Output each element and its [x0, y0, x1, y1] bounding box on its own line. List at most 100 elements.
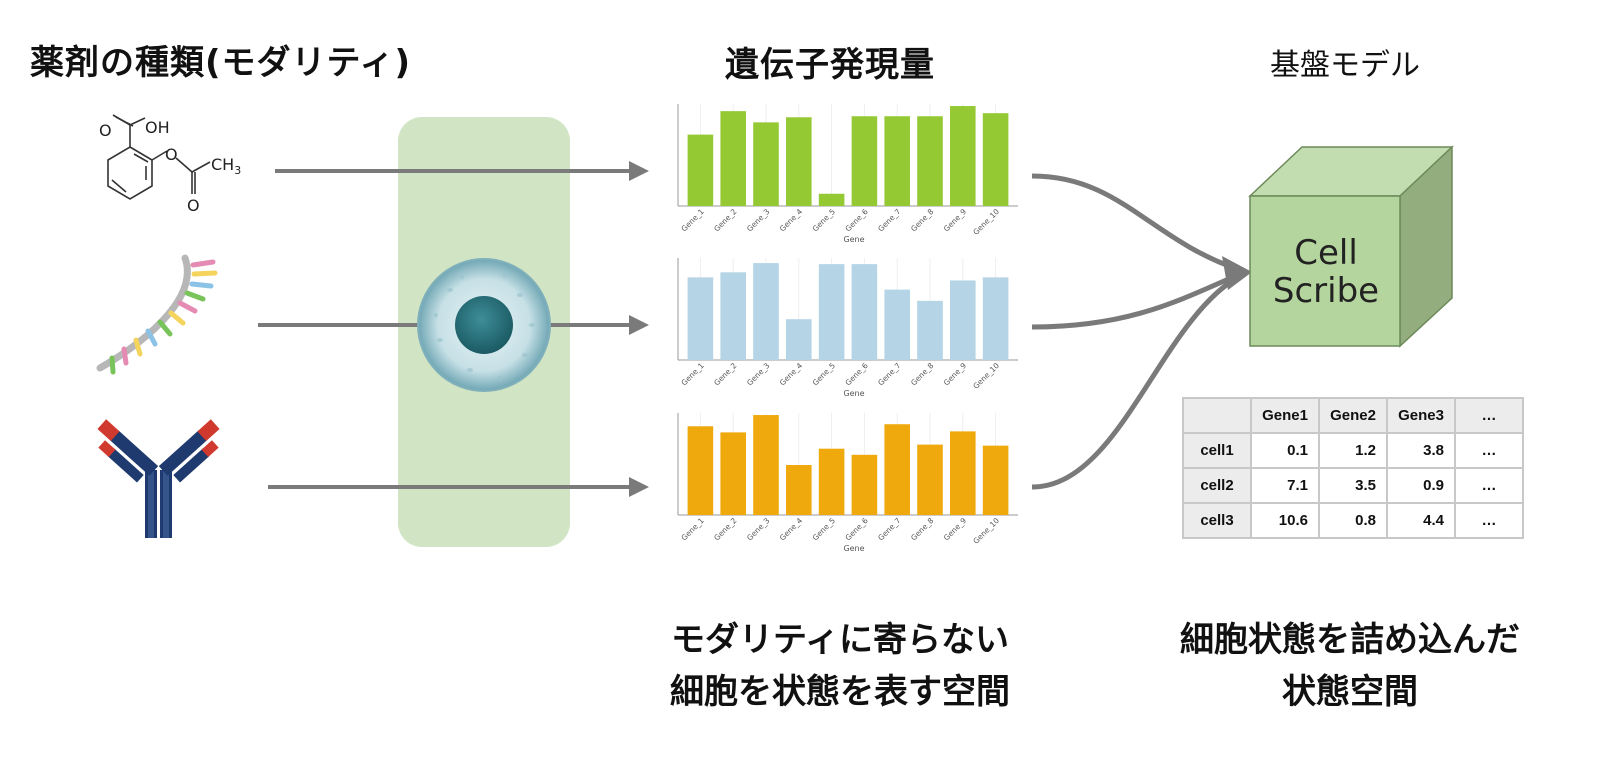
x-axis-label: Gene — [843, 544, 864, 553]
x-tick-label: Gene_10 — [971, 207, 1001, 237]
model-name-line1: Cell — [1294, 233, 1358, 273]
x-tick-label: Gene_6 — [843, 207, 870, 234]
table-row-header: cell2 — [1182, 467, 1252, 504]
ester-o-label: O — [187, 196, 200, 215]
x-tick-label: Gene_9 — [942, 516, 969, 543]
bar — [720, 111, 746, 206]
cellscribe-cube — [1248, 145, 1454, 348]
bar — [950, 431, 976, 515]
x-tick-label: Gene_3 — [745, 516, 772, 543]
bar — [917, 444, 943, 515]
model-arrow-head — [1222, 256, 1252, 290]
x-tick-label: Gene_8 — [909, 516, 936, 543]
table-cell: 0.8 — [1318, 502, 1388, 539]
bar — [884, 424, 910, 515]
bar — [753, 122, 779, 206]
x-tick-label: Gene_7 — [876, 516, 903, 543]
carbonyl-o-label: O — [99, 121, 112, 140]
table-row: cell1 0.1 1.2 3.8 … — [1182, 432, 1524, 469]
table-row-header: cell3 — [1182, 502, 1252, 539]
x-axis-label: Gene — [843, 235, 864, 244]
x-tick-label: Gene_10 — [971, 361, 1001, 391]
x-tick-label: Gene_5 — [811, 516, 838, 543]
x-tick-label: Gene_2 — [712, 207, 739, 234]
caption-right: 細胞状態を詰め込んだ 状態空間 — [1150, 614, 1550, 718]
caption-right-line1: 細胞状態を詰め込んだ — [1180, 620, 1520, 660]
bar — [982, 113, 1009, 206]
foundation-model-title: 基盤モデル — [1270, 48, 1420, 83]
x-tick-label: Gene_3 — [745, 361, 772, 388]
table-cell: … — [1454, 467, 1524, 504]
x-tick-label: Gene_6 — [843, 516, 870, 543]
x-tick-label: Gene_8 — [909, 361, 936, 388]
curve-bottom — [1031, 273, 1242, 490]
x-tick-label: Gene_1 — [679, 361, 706, 388]
x-tick-label: Gene_1 — [679, 516, 706, 543]
table-column-header: Gene3 — [1386, 397, 1456, 434]
table-cell: … — [1454, 502, 1524, 539]
bar — [687, 134, 714, 206]
caption-right-line2: 状態空間 — [1282, 672, 1418, 712]
bar — [884, 116, 910, 206]
bar — [982, 277, 1009, 360]
table-cell: 4.4 — [1386, 502, 1456, 539]
curve-mid — [1031, 271, 1241, 330]
caption-middle: モダリティに寄らない 細胞を状態を表す空間 — [640, 614, 1040, 718]
table-corner-cell — [1182, 397, 1252, 434]
bar — [917, 300, 943, 360]
bar — [753, 263, 779, 360]
table-row: cell3 10.6 0.8 4.4 … — [1182, 502, 1524, 539]
bar — [720, 432, 746, 515]
x-tick-label: Gene_5 — [811, 207, 838, 234]
x-tick-label: Gene_7 — [876, 361, 903, 388]
bar — [786, 465, 812, 515]
table-row-header: cell1 — [1182, 432, 1252, 469]
model-input-arrows — [1031, 173, 1242, 490]
model-name-line2: Scribe — [1273, 271, 1379, 311]
x-tick-label: Gene_2 — [712, 361, 739, 388]
caption-middle-line2: 細胞を状態を表す空間 — [670, 672, 1010, 712]
table-row: cell2 7.1 3.5 0.9 … — [1182, 467, 1524, 504]
small-molecule-icon — [107, 114, 211, 200]
table-cell: 10.6 — [1250, 502, 1320, 539]
x-tick-label: Gene_9 — [942, 207, 969, 234]
table-column-header: Gene2 — [1318, 397, 1388, 434]
bar — [786, 319, 812, 360]
table-cell: 0.1 — [1250, 432, 1320, 469]
bar — [884, 289, 910, 360]
x-tick-label: Gene_1 — [679, 207, 706, 234]
table-cell: … — [1454, 432, 1524, 469]
table-column-header: Gene1 — [1250, 397, 1320, 434]
bar — [917, 116, 943, 206]
ether-o-label: O — [165, 145, 178, 164]
table-cell: 1.2 — [1318, 432, 1388, 469]
curve-top — [1031, 173, 1241, 273]
table-cell: 3.8 — [1386, 432, 1456, 469]
x-axis-label: Gene — [843, 389, 864, 398]
bar — [851, 454, 878, 515]
bar — [753, 415, 779, 515]
bar — [818, 193, 845, 206]
cell-icon — [417, 258, 551, 392]
x-tick-label: Gene_4 — [778, 207, 805, 234]
x-tick-label: Gene_7 — [876, 207, 903, 234]
x-tick-label: Gene_3 — [745, 207, 772, 234]
x-tick-label: Gene_4 — [778, 361, 805, 388]
bar — [950, 106, 976, 206]
bar — [720, 272, 746, 360]
bar — [786, 117, 812, 206]
expression-title: 遺伝子発現量 — [725, 45, 935, 85]
ch3-label: CH3 — [211, 155, 241, 177]
x-tick-label: Gene_2 — [712, 516, 739, 543]
oh-label: OH — [145, 118, 170, 137]
table-column-header: … — [1454, 397, 1524, 434]
bar — [687, 277, 714, 360]
x-tick-label: Gene_9 — [942, 361, 969, 388]
caption-middle-line1: モダリティに寄らない — [671, 620, 1009, 660]
x-tick-label: Gene_10 — [971, 516, 1001, 546]
x-tick-label: Gene_5 — [811, 361, 838, 388]
bar — [687, 426, 714, 515]
antibody-icon — [97, 419, 220, 538]
